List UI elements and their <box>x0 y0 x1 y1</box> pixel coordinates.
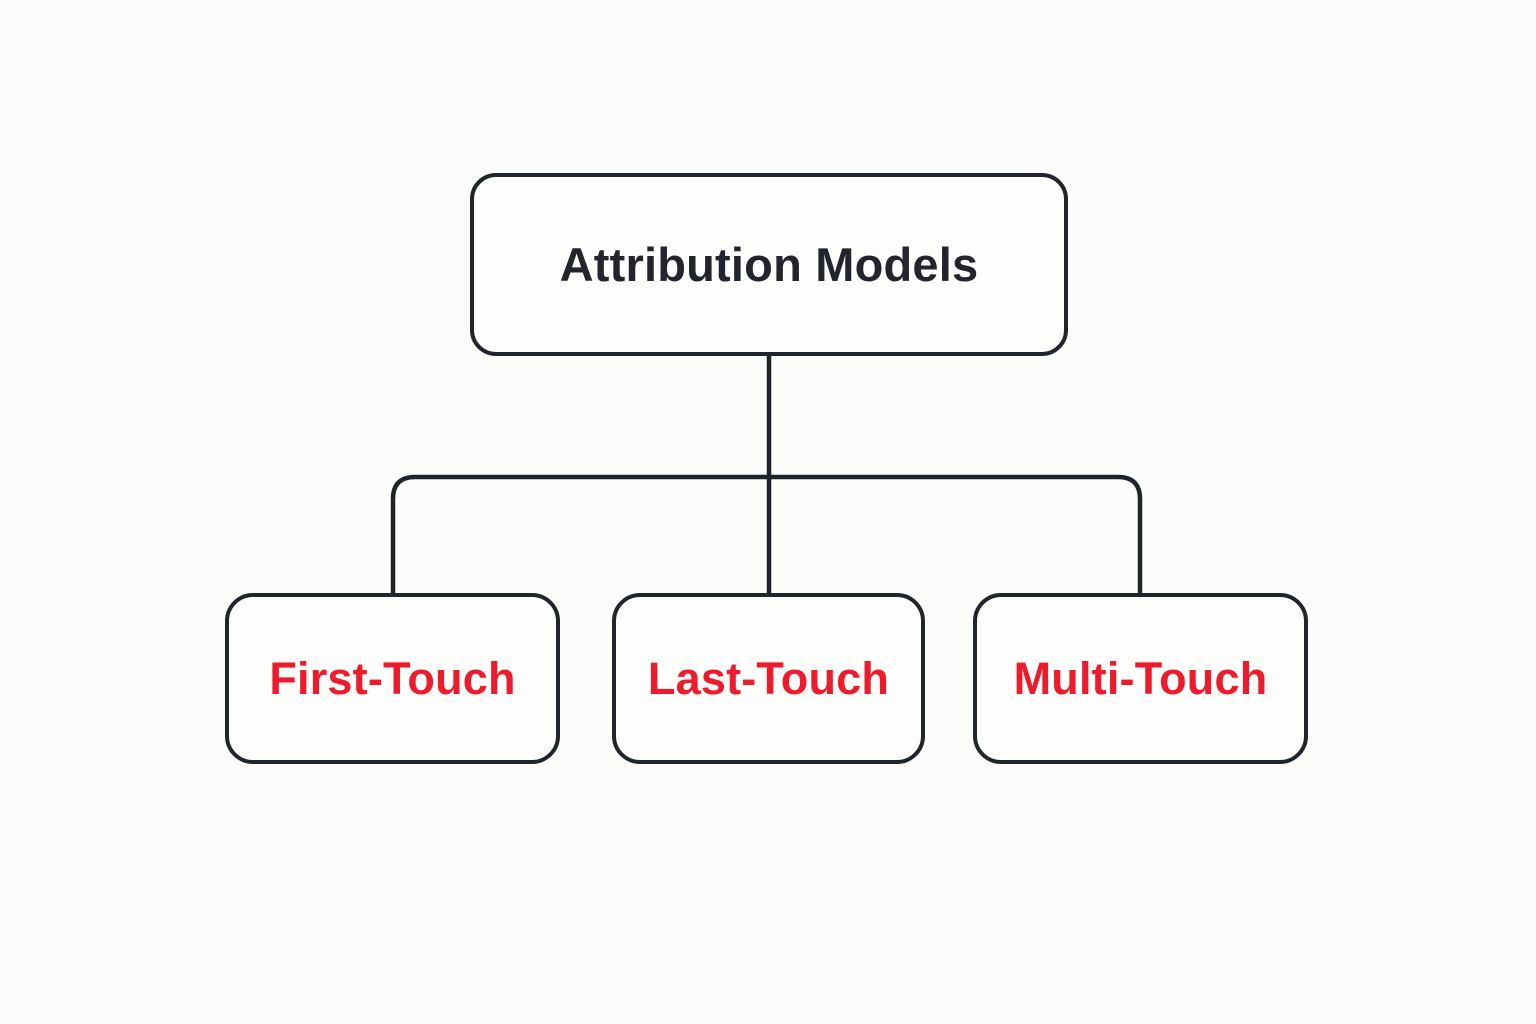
node-first-touch-label: First-Touch <box>269 652 516 704</box>
node-attribution-models-label: Attribution Models <box>559 238 979 291</box>
connector-bus-to-side-children <box>390 474 1143 593</box>
node-attribution-models: Attribution Models <box>470 173 1068 356</box>
node-last-touch-label: Last-Touch <box>647 652 890 704</box>
node-last-touch: Last-Touch <box>612 593 925 764</box>
node-first-touch: First-Touch <box>225 593 560 764</box>
node-multi-touch: Multi-Touch <box>973 593 1308 764</box>
node-multi-touch-label: Multi-Touch <box>1013 652 1268 704</box>
